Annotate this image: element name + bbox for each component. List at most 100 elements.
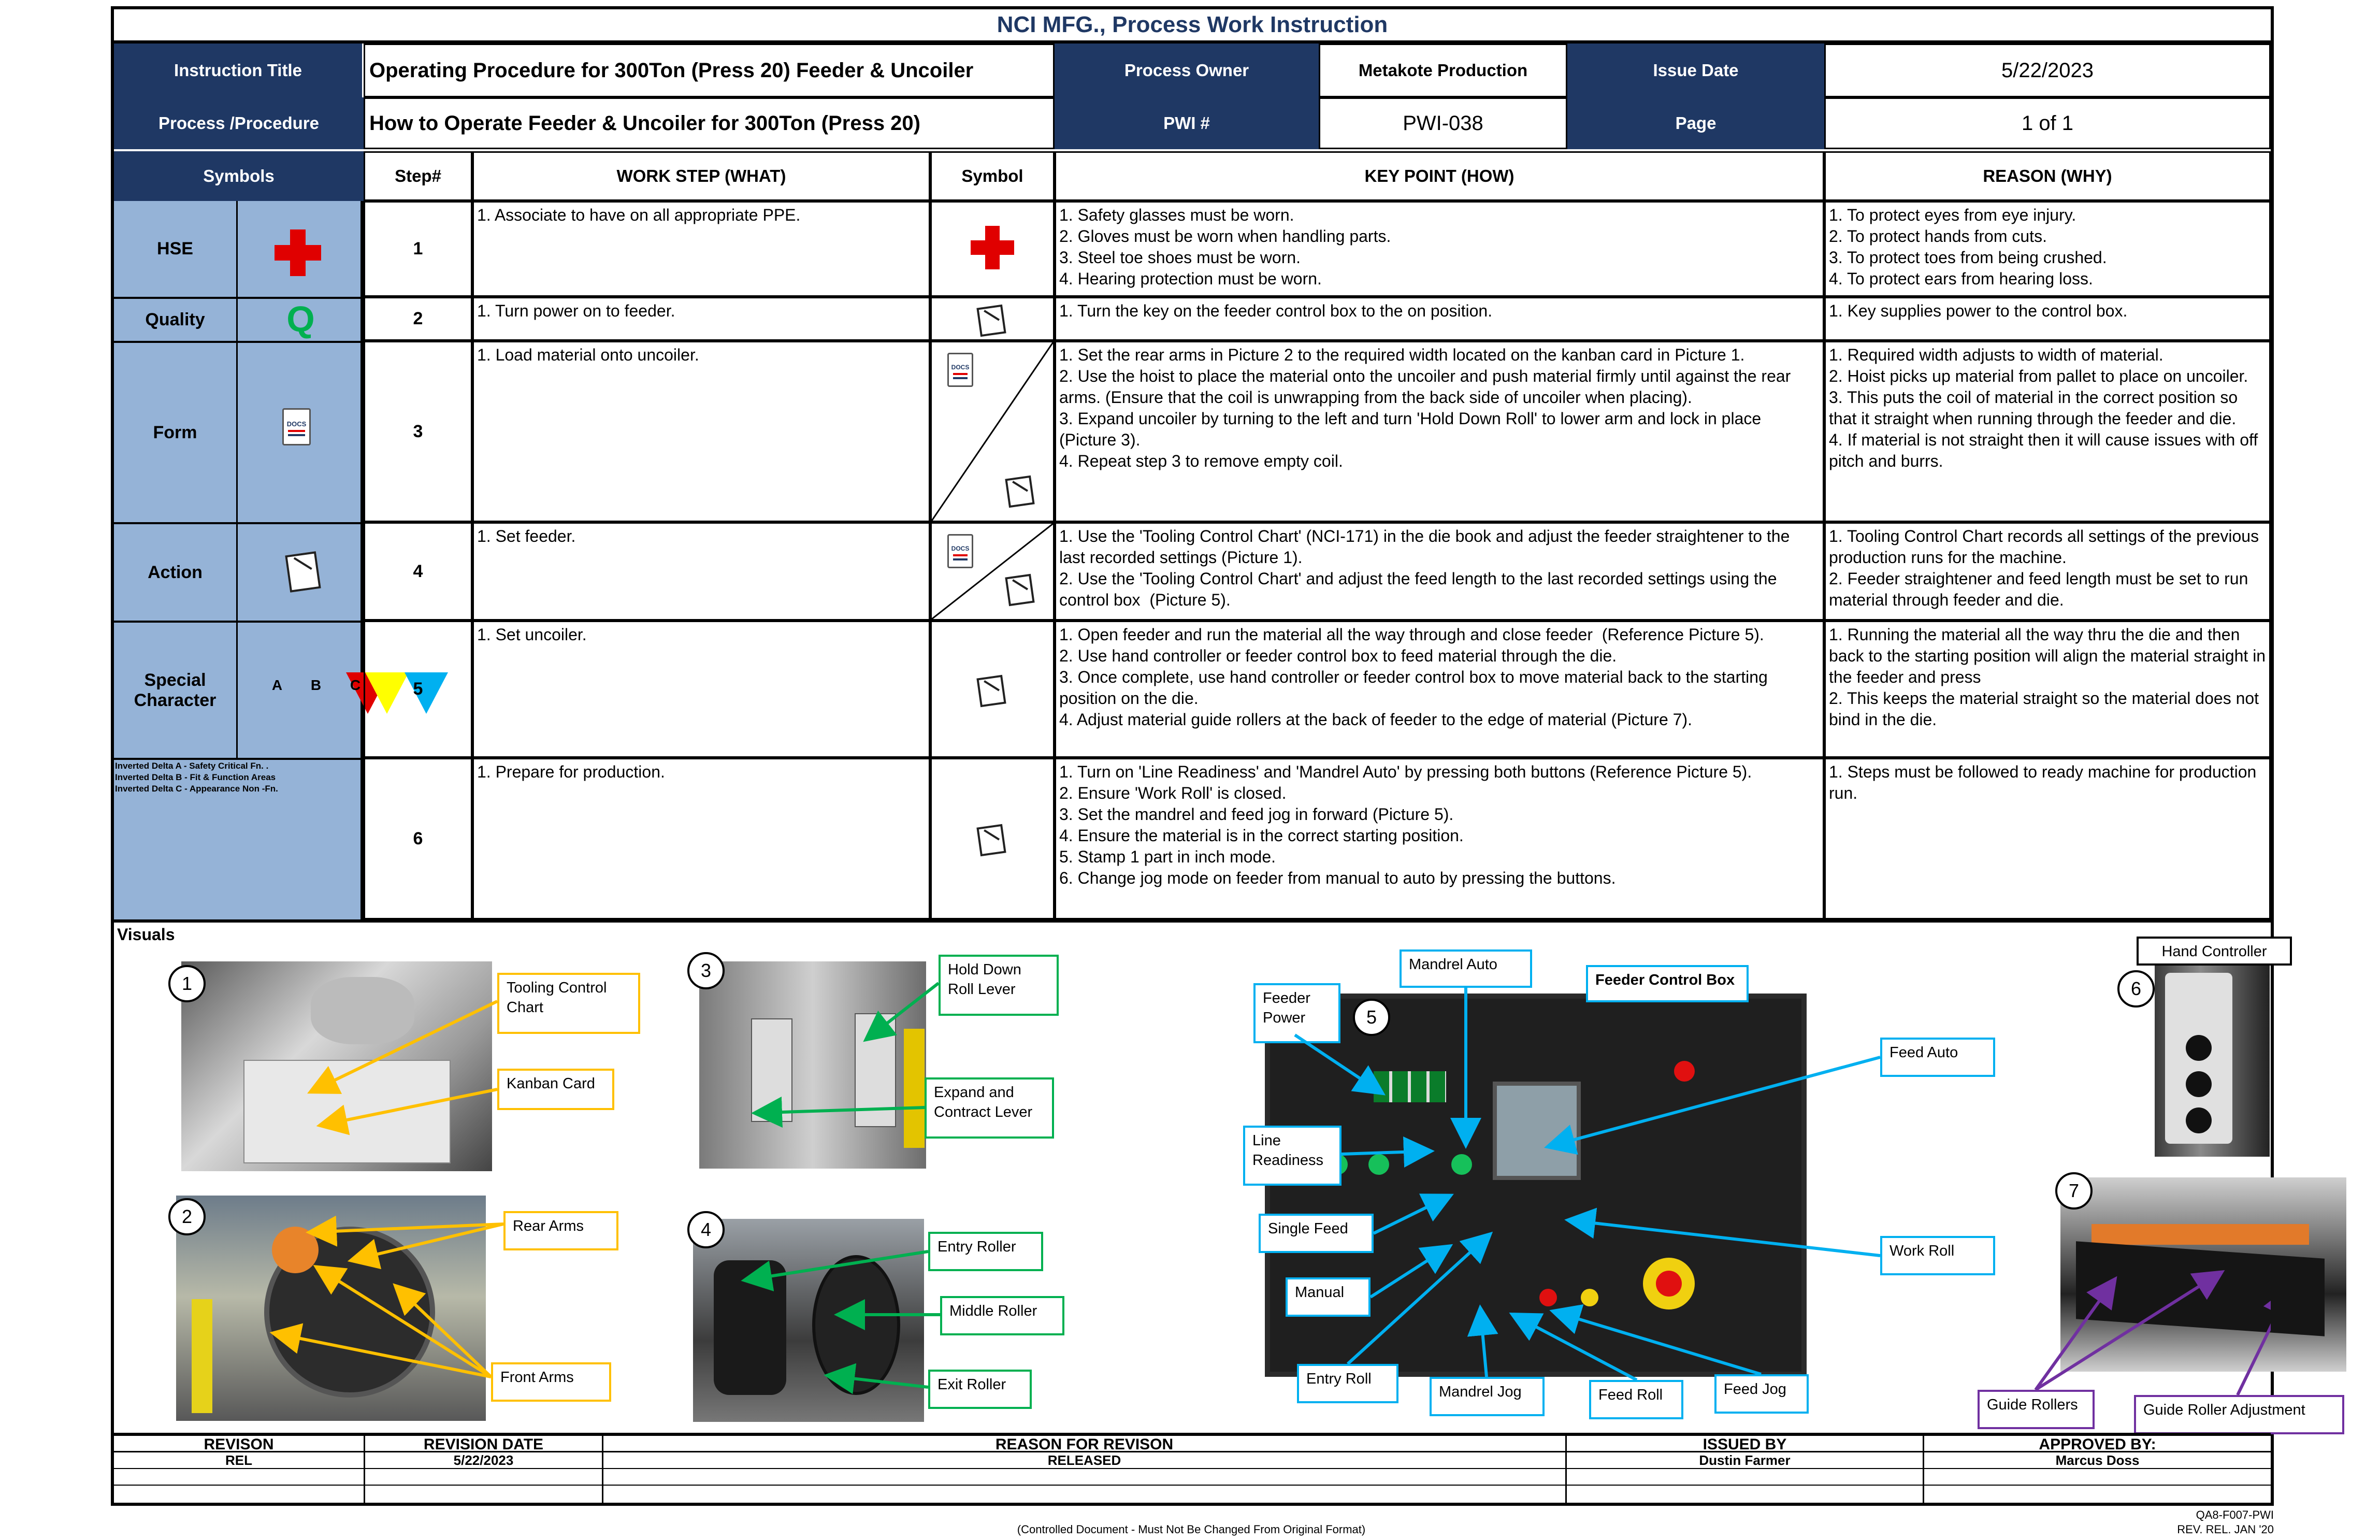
callout-mandrel-auto: Mandrel Auto [1400,949,1532,988]
legend-hse: HSE [157,239,193,258]
callout-feeder-power: Feeder Power [1253,983,1340,1043]
callout-guide-rollers: Guide Rollers [1978,1390,2095,1429]
pwi-label: PWI # [1055,97,1319,149]
step-number: 3 [364,341,472,522]
step-symbol-cell [930,297,1055,341]
picture-3-levers [699,961,926,1169]
picture-2-number: 2 [168,1198,206,1235]
delta-legend-notes: Inverted Delta A - Safety Critical Fn. .… [115,761,278,794]
pwi-number: PWI-038 [1319,97,1567,149]
issued-by-value: Dustin Farmer [1565,1452,1923,1469]
callout-line-readiness: Line Readiness [1243,1126,1342,1186]
issue-date-label: Issue Date [1567,44,1824,97]
step-symbol-cell: DOCS [930,341,1055,522]
step-symbol-cell [930,621,1055,758]
callout-entry-roller: Entry Roller [928,1232,1043,1271]
key-point-text: 1. Open feeder and run the material all … [1055,621,1824,758]
callout-kanban-card: Kanban Card [497,1069,614,1110]
key-point-text: 1. Use the 'Tooling Control Chart' (NCI-… [1055,522,1824,621]
approved-by-value: Marcus Doss [1923,1452,2271,1469]
legend-action: Action [148,562,203,582]
delta-b-icon [365,672,409,714]
delta-c-label: C [350,677,361,693]
callout-guide-roller-adjustment: Guide Roller Adjustment [2134,1395,2344,1434]
callout-tooling-control-chart: Tooling Control Chart [497,973,640,1034]
page-number: 1 of 1 [1824,97,2271,149]
delta-a-label: A [271,677,283,693]
callout-hold-down-roll-lever: Hold Down Roll Lever [939,955,1059,1016]
picture-3-number: 3 [687,952,725,989]
revision-table: REVISON REVISION DATE REASON FOR REVISON… [114,1436,2271,1503]
work-step-text: 1. Turn power on to feeder. [472,297,930,341]
reason-text: 1. Key supplies power to the control box… [1824,297,2271,341]
action-checklist-icon [976,304,1006,337]
revision-date-header: REVISION DATE [364,1436,602,1453]
picture-6-number: 6 [2117,970,2155,1008]
legend-form: Form [153,422,197,442]
work-instruction-sheet: NCI MFG., Process Work Instruction Instr… [111,6,2346,1506]
callout-manual: Manual [1286,1277,1371,1317]
action-checklist-icon [285,551,321,593]
callout-entry-roll: Entry Roll [1297,1364,1398,1403]
key-point-text: 1. Set the rear arms in Picture 2 to the… [1055,341,1824,522]
picture-7-guide-rollers [2060,1177,2346,1372]
reason-text: 1. Running the material all the way thru… [1824,621,2271,758]
key-point-text: 1. Turn on 'Line Readiness' and 'Mandrel… [1055,758,1824,919]
quality-q-icon: Q [286,298,315,339]
reason-for-revision-value: RELEASED [602,1452,1565,1469]
step-symbol-cell [930,201,1055,297]
work-step-text: 1. Load material onto uncoiler. [472,341,930,522]
form-document-icon: DOCS [947,353,973,387]
callout-work-roll: Work Roll [1880,1236,1995,1275]
callout-rear-arms: Rear Arms [503,1211,618,1250]
picture-1-die-book [181,961,492,1171]
form-number: QA8-F007-PWI [2196,1508,2274,1521]
revision-header: REVISON [114,1436,364,1453]
step-symbol-cell: DOCS [930,522,1055,621]
picture-4-number: 4 [687,1211,725,1248]
step-number: 5 [364,621,472,758]
work-step-text: 1. Set feeder. [472,522,930,621]
callout-feed-roll: Feed Roll [1589,1380,1683,1419]
process-owner: Metakote Production [1319,44,1567,97]
revision-release: REV. REL. JAN '20 [2177,1523,2274,1536]
symbol-header: Symbol [930,151,1055,201]
step-symbol-cell [930,758,1055,919]
step-header: Step# [364,151,472,201]
work-step-text: 1. Prepare for production. [472,758,930,919]
process-procedure: How to Operate Feeder & Uncoiler for 300… [364,97,1055,149]
callout-feed-auto: Feed Auto [1880,1038,1995,1077]
callout-front-arms: Front Arms [491,1362,611,1402]
callout-expand-contract-lever: Expand and Contract Lever [925,1077,1054,1139]
legend-quality: Quality [145,310,205,329]
work-step-text: 1. Set uncoiler. [472,621,930,758]
key-point-text: 1. Safety glasses must be worn. 2. Glove… [1055,201,1824,297]
action-checklist-icon [976,824,1006,857]
picture-6-hand-controller [2155,962,2270,1157]
form-document-icon: DOCS [947,534,973,568]
delta-b-label: B [310,677,322,693]
symbols-legend [114,201,364,919]
picture-2-uncoiler [176,1196,486,1421]
reason-text: 1. To protect eyes from eye injury. 2. T… [1824,201,2271,297]
work-step-header: WORK STEP (WHAT) [472,151,930,201]
action-checklist-icon [976,674,1006,707]
callout-hand-controller: Hand Controller [2137,937,2292,966]
reason-text: 1. Required width adjusts to width of ma… [1824,341,2271,522]
instruction-title-label: Instruction Title [114,44,364,97]
callout-feed-jog: Feed Jog [1714,1374,1809,1414]
key-point-text: 1. Turn the key on the feeder control bo… [1055,297,1824,341]
page-label: Page [1567,97,1824,149]
picture-5-number: 5 [1353,999,1390,1036]
instruction-title: Operating Procedure for 300Ton (Press 20… [364,44,1055,97]
reason-text: 1. Tooling Control Chart records all set… [1824,522,2271,621]
visuals-label: Visuals [117,925,175,944]
issued-by-header: ISSUED BY [1565,1436,1923,1453]
revision-value: REL [114,1452,364,1469]
picture-4-rollers [693,1219,924,1422]
symbol-divider [932,524,1053,619]
callout-single-feed: Single Feed [1259,1214,1374,1253]
callout-feeder-control-box: Feeder Control Box [1586,965,1749,1002]
picture-1-number: 1 [168,965,206,1002]
form-document-icon: DOCS [282,408,311,445]
